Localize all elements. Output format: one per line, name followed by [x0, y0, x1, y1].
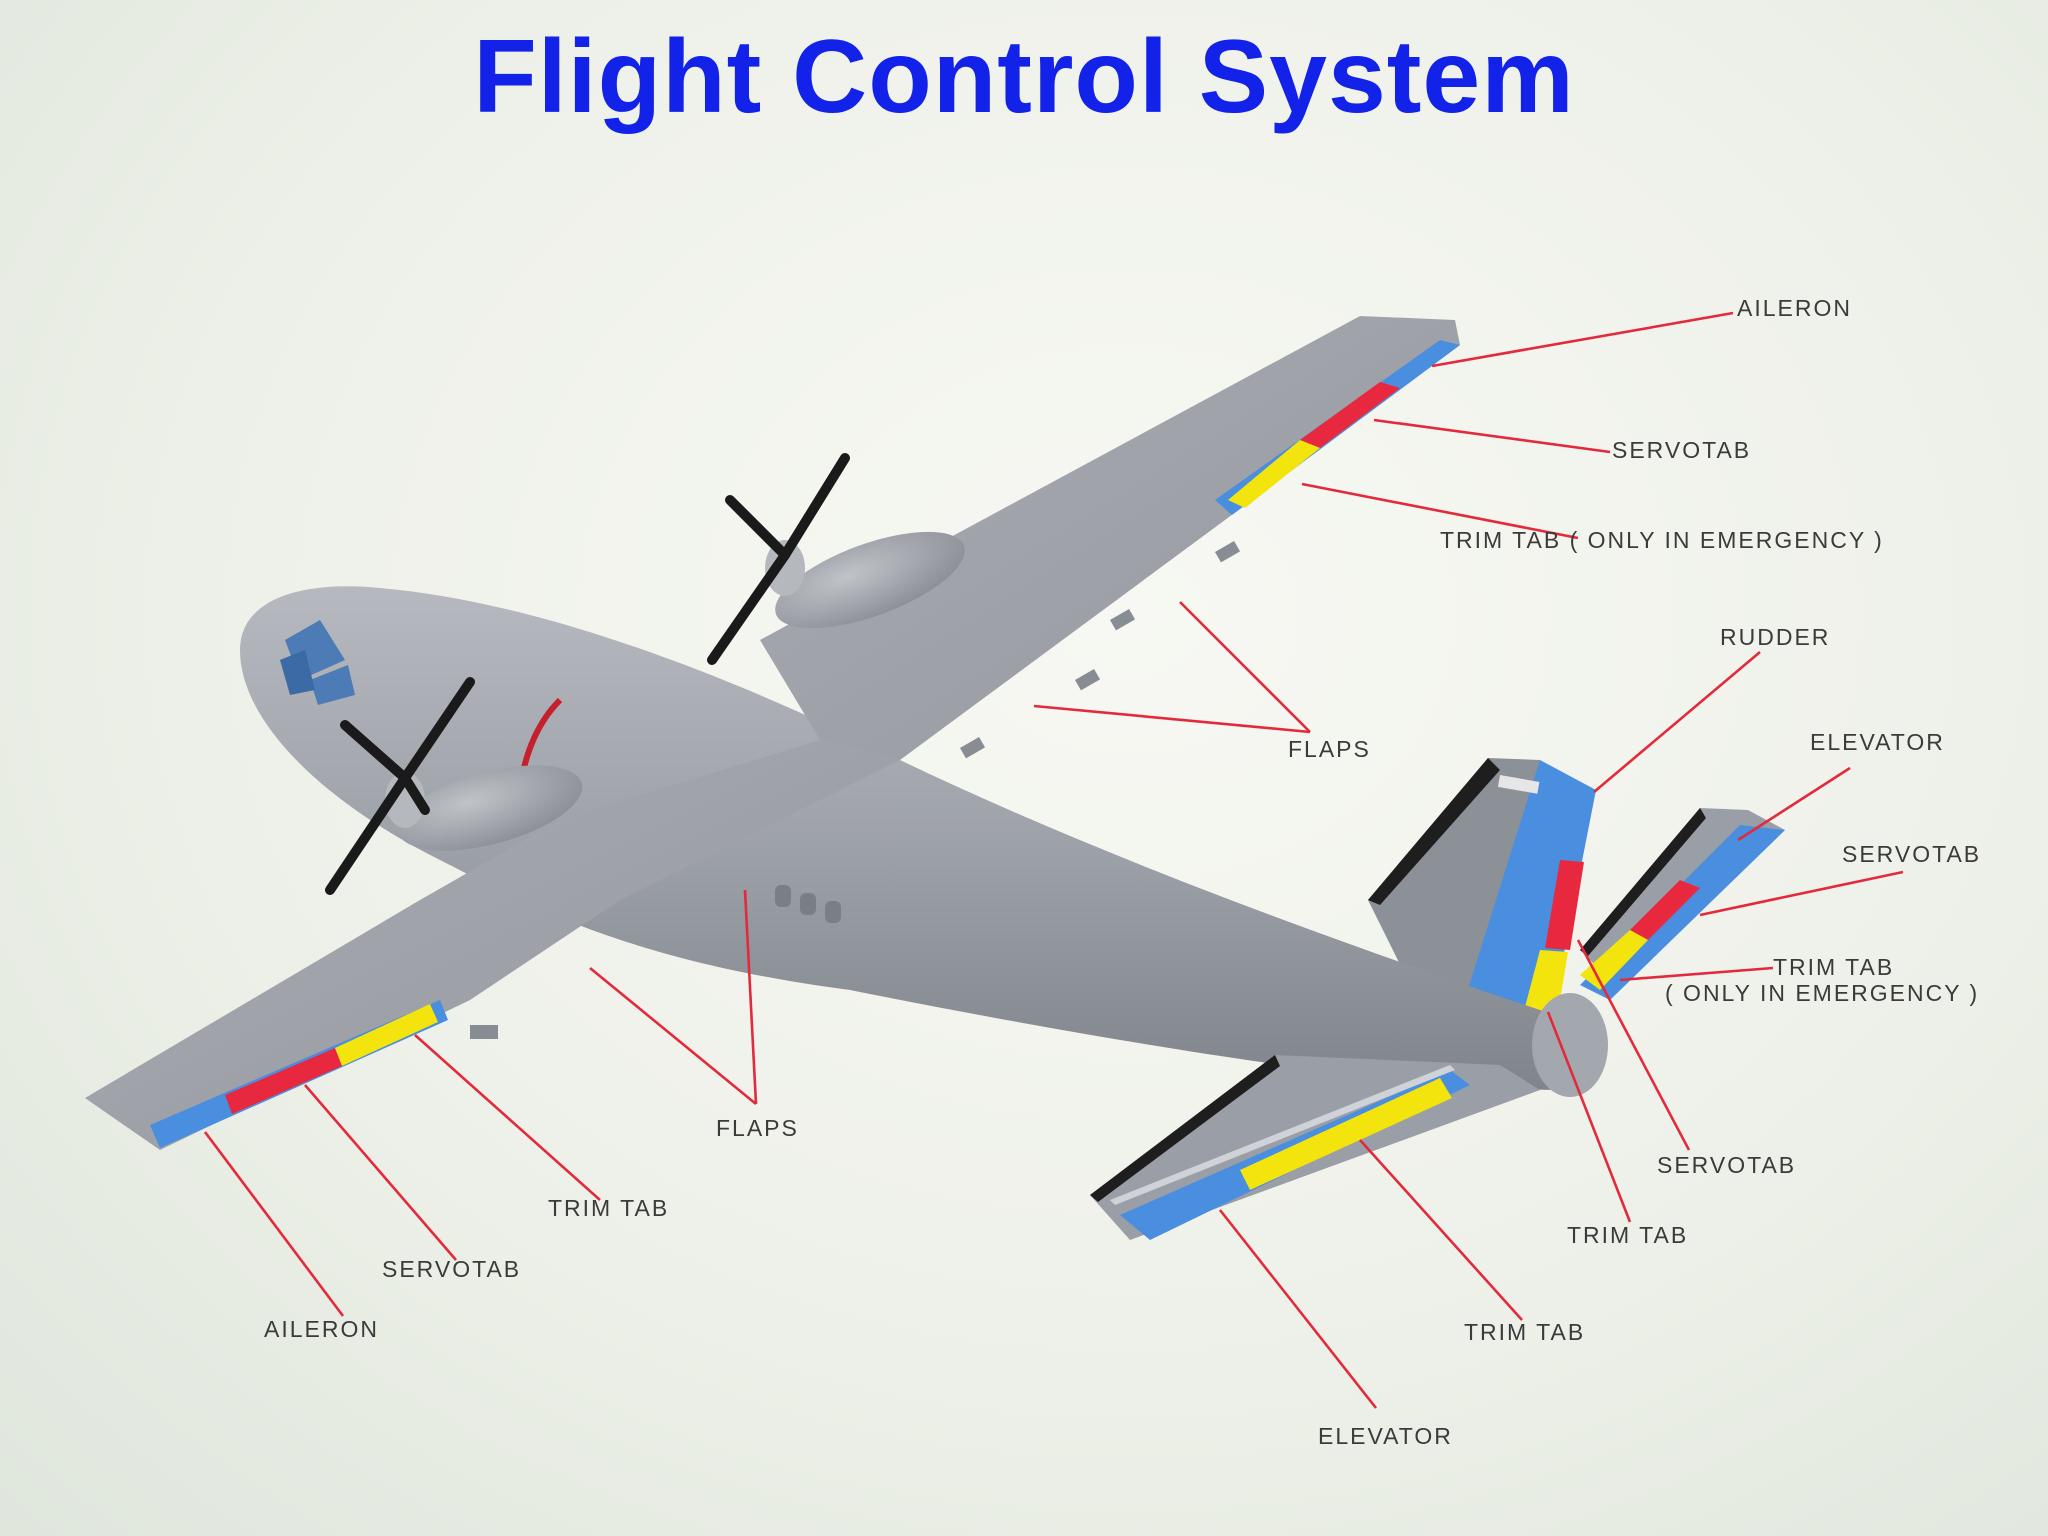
- right-engine: [707, 453, 965, 665]
- leader-tail-trim-tab-right: [1619, 966, 1774, 982]
- right-propeller: [707, 453, 850, 665]
- right-wing: [760, 316, 1460, 760]
- leader-left-trim-tab: [414, 1034, 601, 1201]
- leader-right-trim-tab: [1301, 482, 1579, 540]
- leader-left-aileron: [203, 1131, 345, 1317]
- leader-left-elevator-trim-tab: [1359, 1139, 1523, 1321]
- label-left-trim-tab: TRIM TAB: [548, 1195, 669, 1221]
- leader-tail-servotab-right: [1699, 870, 1904, 917]
- leader-left-elevator: [1218, 1209, 1378, 1409]
- label-left-servotab: SERVOTAB: [382, 1256, 521, 1282]
- leader-flaps-left-a: [743, 889, 758, 1105]
- label-right-aileron: AILERON: [1737, 295, 1852, 321]
- label-right-trim-tab: TRIM TAB ( ONLY IN EMERGENCY ): [1440, 527, 1884, 553]
- label-tail-trim-tab-line2: ( ONLY IN EMERGENCY ): [1665, 980, 1979, 1006]
- label-tail-trim-tab-line1: TRIM TAB: [1773, 954, 1894, 980]
- leader-left-servotab: [304, 1084, 457, 1261]
- aircraft: [85, 316, 1785, 1240]
- left-wing: [85, 740, 900, 1150]
- label-rudder: RUDDER: [1720, 624, 1830, 650]
- leader-right-aileron: [1431, 311, 1734, 368]
- left-engine: [325, 677, 583, 895]
- tail-servotab-right-surface: [1630, 880, 1700, 940]
- leader-right-servotab: [1373, 418, 1611, 454]
- label-tail-servotab-right: SERVOTAB: [1842, 841, 1981, 867]
- label-rudder-servotab: SERVOTAB: [1657, 1152, 1796, 1178]
- left-trim-tab-surface: [335, 1004, 438, 1066]
- rudder-servotab-surface: [1545, 860, 1584, 950]
- label-left-aileron: AILERON: [264, 1316, 379, 1342]
- right-servotab-surface: [1300, 382, 1400, 448]
- leader-rudder: [1593, 651, 1761, 793]
- leader-lines: [203, 311, 1904, 1409]
- leader-flaps-left-b: [589, 966, 757, 1106]
- label-left-elevator: ELEVATOR: [1318, 1423, 1453, 1449]
- leader-flaps-right-a: [1179, 601, 1311, 733]
- leader-rudder-trim-tab: [1546, 1011, 1632, 1223]
- label-right-servotab: SERVOTAB: [1612, 437, 1751, 463]
- left-propeller: [325, 677, 475, 895]
- label-flaps-right: FLAPS: [1288, 736, 1371, 762]
- right-horizontal-stabilizer: [1580, 808, 1785, 1000]
- label-tail-elevator-right: ELEVATOR: [1810, 729, 1945, 755]
- leader-tail-elevator-right: [1737, 766, 1851, 842]
- page-title: Flight Control System: [473, 19, 1575, 135]
- rudder-surface: [1452, 760, 1596, 1050]
- callout-labels: AILERON SERVOTAB TRIM TAB ( ONLY IN EMER…: [264, 295, 1981, 1449]
- right-trim-tab-surface: [1228, 440, 1320, 508]
- left-servotab-surface: [225, 1048, 342, 1114]
- leader-rudder-servotab: [1576, 939, 1691, 1151]
- left-horizontal-stabilizer: [1090, 1055, 1540, 1240]
- label-left-elevator-trim-tab: TRIM TAB: [1464, 1319, 1585, 1345]
- leader-flaps-right-b: [1033, 704, 1311, 734]
- fuselage: [240, 586, 1599, 1090]
- left-elevator-trim-tab-surface: [1240, 1078, 1452, 1190]
- label-flaps-left: FLAPS: [716, 1115, 799, 1141]
- label-rudder-trim-tab: TRIM TAB: [1567, 1222, 1688, 1248]
